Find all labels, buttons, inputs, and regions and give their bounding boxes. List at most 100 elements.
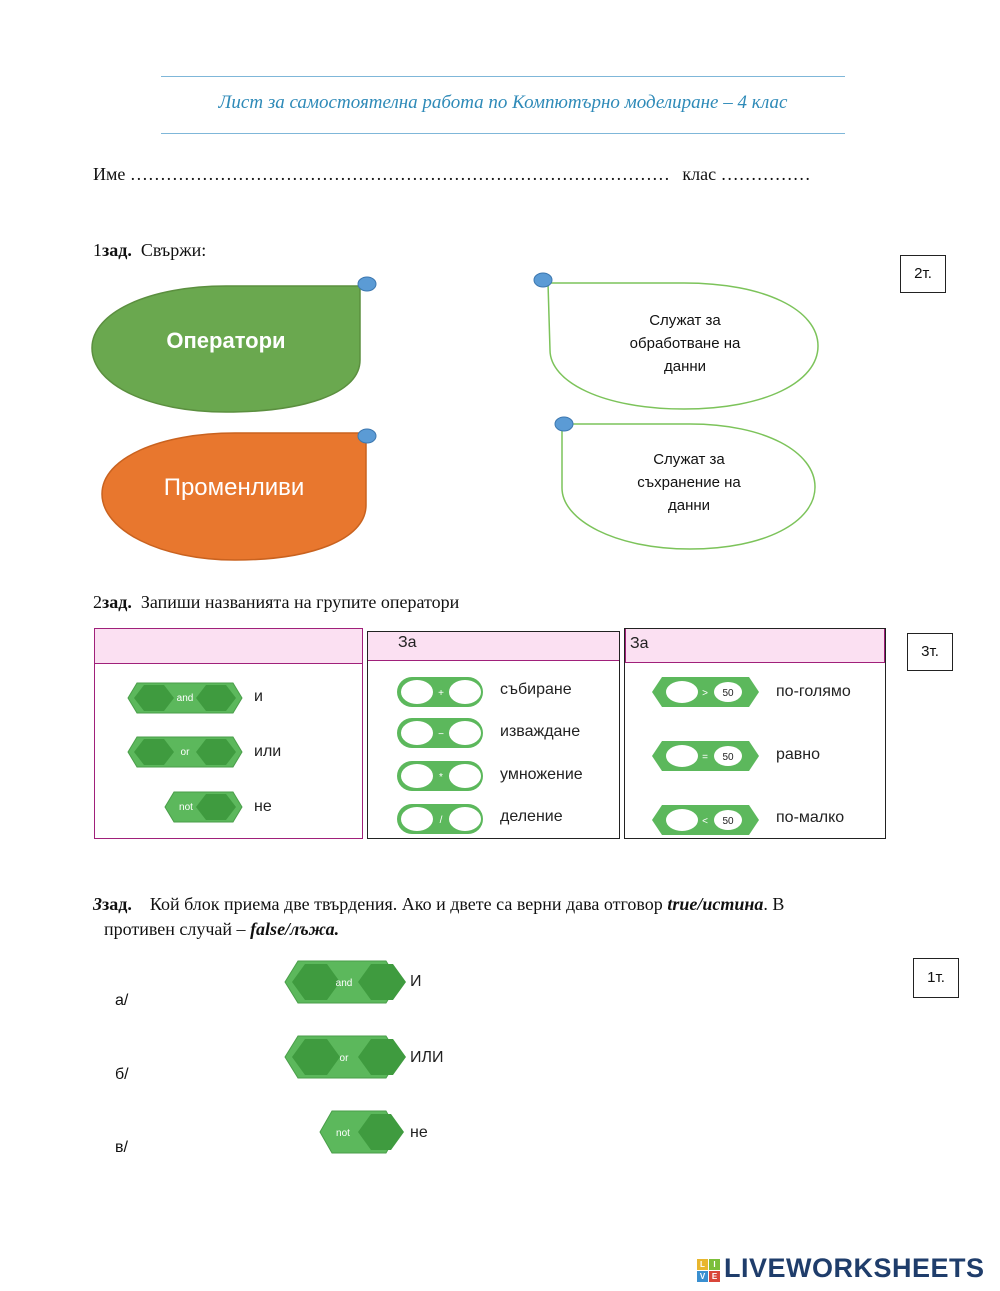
svg-text:and: and: [177, 693, 194, 704]
task2-points-box: 3т.: [907, 633, 953, 671]
logo-text: LIVEWORKSHEETS: [724, 1253, 985, 1283]
equal-block: [652, 741, 759, 771]
task1-points-box: 2т.: [900, 255, 946, 293]
or-block: or: [127, 736, 243, 768]
operators-shape: [91, 285, 361, 413]
option-c-letter: в/: [115, 1139, 128, 1156]
logic-operators-box: [94, 628, 363, 839]
operators-connector-dot: [357, 276, 377, 292]
task1-points: 2т.: [914, 265, 932, 282]
header-rule-top: [161, 76, 845, 77]
header-rule-bottom: [161, 133, 845, 134]
task2-number: 2: [93, 592, 102, 612]
svg-text:not: not: [336, 1128, 350, 1139]
comparison-box-header-text: За: [630, 635, 649, 652]
greater-than-label: по-голямо: [776, 683, 851, 700]
comparison-blocks: > = < 50 50 50: [652, 677, 759, 835]
equal-value: 50: [722, 752, 734, 763]
storage-text[interactable]: Служат за съхранение на данни: [637, 451, 741, 514]
variables-label[interactable]: Променливи: [163, 474, 305, 501]
arithmetic-box-header[interactable]: За: [368, 632, 619, 661]
task3-number: 3: [93, 894, 102, 914]
svg-text:and: and: [336, 978, 353, 989]
less-than-value: 50: [722, 816, 734, 827]
equal-label: равно: [776, 746, 821, 763]
arithmetic-blocks: + − * /: [397, 677, 483, 834]
task1-text: Свържи:: [140, 240, 207, 260]
equal-sign: =: [702, 752, 708, 763]
class-label: клас: [682, 164, 717, 184]
add-sign: +: [438, 688, 444, 699]
comparison-operators-box: За: [624, 628, 886, 839]
option-b-or-block: or: [284, 1035, 406, 1079]
greater-than-sign: >: [702, 688, 708, 699]
task1-shapes: [91, 272, 819, 561]
storage-bubble: [561, 423, 816, 550]
subtract-block: [397, 718, 483, 748]
liveworksheets-logo: L I V E LIVEWORKSHEETS: [697, 1253, 987, 1285]
logo-square-i: I: [709, 1259, 720, 1270]
add-label: събиране: [500, 681, 572, 698]
subtract-sign: −: [438, 729, 444, 740]
and-label: и: [254, 688, 263, 705]
logo-square-v: V: [697, 1271, 708, 1282]
arithmetic-box-header-text: За: [398, 634, 417, 651]
greater-than-value: 50: [722, 688, 734, 699]
add-block: [397, 677, 483, 707]
task3-points-box: 1т.: [913, 958, 959, 998]
task3-label: зад.: [102, 894, 132, 914]
variables-shape: [101, 432, 367, 561]
task3-false-text: false/лъжа.: [250, 919, 340, 939]
or-label: или: [254, 743, 282, 760]
arithmetic-operators-box: За: [367, 631, 620, 839]
task1-label: зад.: [102, 240, 132, 260]
processing-bubble: [547, 282, 819, 410]
task3-text-part2: . В: [763, 894, 785, 914]
task1-title: 1зад. Свържи:: [93, 240, 206, 261]
task2-label: зад.: [102, 592, 132, 612]
processing-connector-dot: [533, 272, 553, 288]
option-c-label[interactable]: не: [410, 1124, 428, 1141]
task3-blocks: and or not: [284, 960, 406, 1154]
name-label: Име: [93, 164, 126, 184]
svg-text:or: or: [181, 747, 191, 758]
option-b-label[interactable]: ИЛИ: [410, 1049, 444, 1066]
greater-than-block: [652, 677, 759, 707]
class-field[interactable]: ……………: [720, 164, 811, 184]
svg-text:not: not: [179, 802, 193, 813]
logic-blocks: and or not: [127, 682, 243, 823]
multiply-label: умножение: [500, 766, 583, 783]
name-line: Име ……………………………………………………………………………… клас …: [93, 164, 811, 185]
svg-text:or: or: [340, 1053, 350, 1064]
logo-square-e: E: [709, 1271, 720, 1282]
divide-sign: /: [440, 815, 443, 826]
option-c-not-block: not: [319, 1110, 404, 1154]
task2-points: 3т.: [921, 643, 939, 660]
page-title: Лист за самостоятелна работа по Компютър…: [218, 92, 788, 113]
option-a-letter: а/: [115, 992, 129, 1009]
not-block: not: [164, 791, 243, 823]
logic-box-header[interactable]: [95, 629, 362, 664]
option-b-letter: б/: [115, 1066, 129, 1083]
less-than-block: [652, 805, 759, 835]
task2-text: Запиши названията на групите оператори: [140, 592, 460, 612]
option-a-label[interactable]: И: [410, 973, 422, 990]
option-a-and-block: and: [284, 960, 406, 1004]
processing-text[interactable]: Служат за обработване на данни: [629, 312, 741, 375]
logo-square-l: L: [697, 1259, 708, 1270]
name-field[interactable]: ………………………………………………………………………………: [129, 164, 670, 184]
task3-text-line2: противен случай –: [104, 919, 246, 939]
and-block: and: [127, 682, 243, 714]
comparison-box-header[interactable]: За: [625, 629, 885, 663]
multiply-sign: *: [439, 772, 443, 783]
subtract-label: изваждане: [500, 723, 581, 740]
not-label: не: [254, 798, 272, 815]
multiply-block: [397, 761, 483, 791]
task1-number: 1: [93, 240, 102, 260]
less-than-label: по-малко: [776, 809, 845, 826]
operators-label[interactable]: Оператори: [166, 328, 286, 353]
task3-points: 1т.: [927, 969, 945, 986]
storage-connector-dot: [554, 416, 574, 432]
task3-text-part1: Кой блок приема две твърдения. Ако и две…: [149, 894, 663, 914]
task2-title: 2зад. Запиши названията на групите опера…: [93, 592, 459, 613]
